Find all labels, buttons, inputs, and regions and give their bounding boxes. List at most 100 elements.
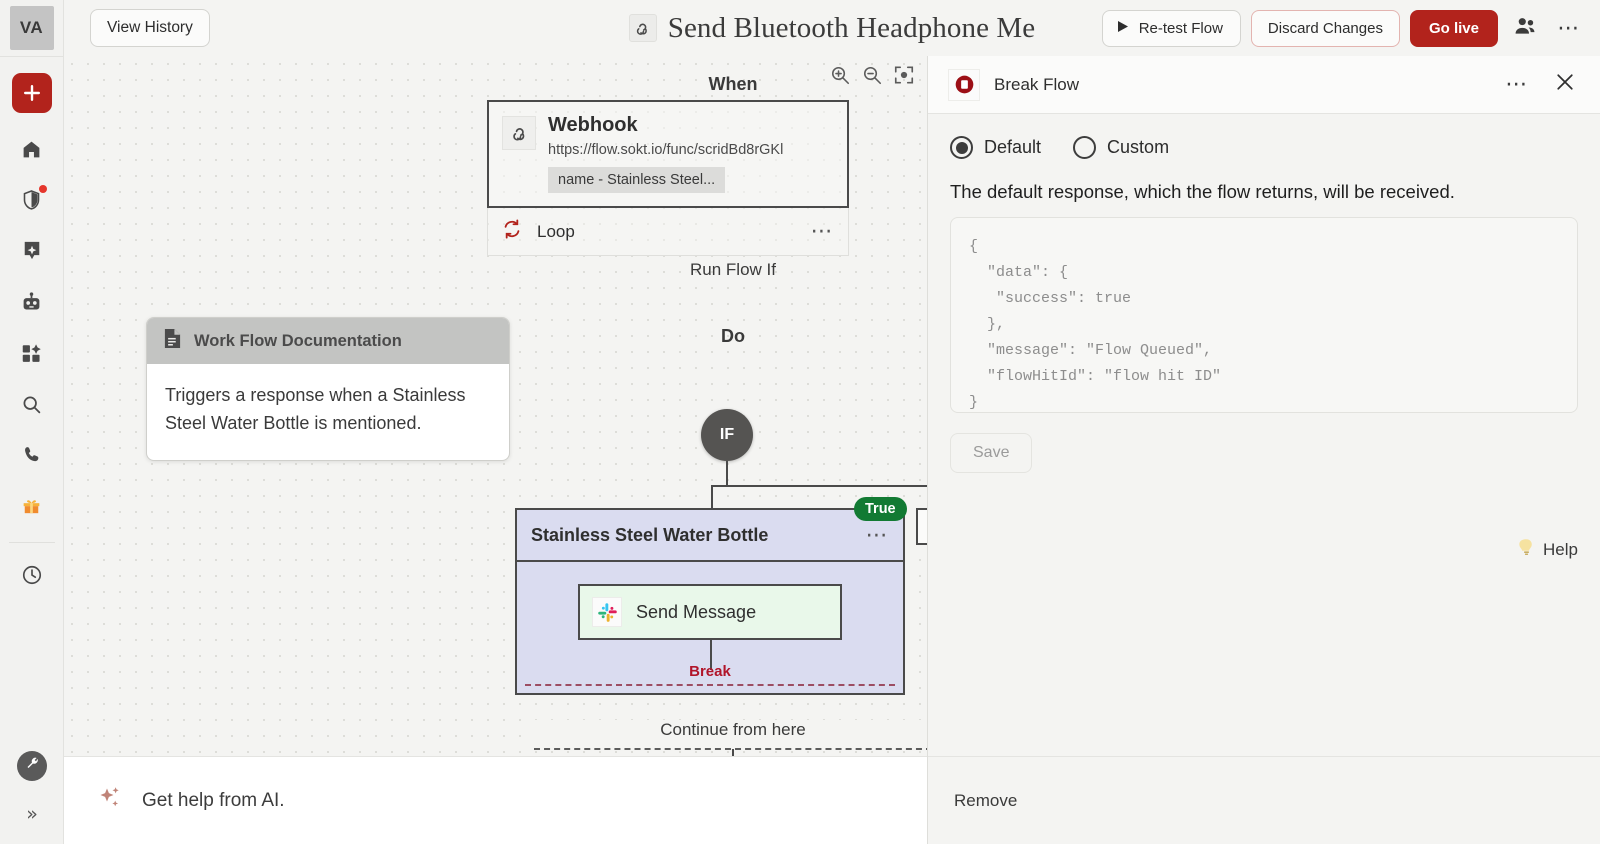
apps-grid-icon — [21, 343, 42, 364]
play-icon — [1117, 20, 1129, 37]
branch-title: Stainless Steel Water Bottle — [531, 524, 769, 545]
re-test-flow-label: Re-test Flow — [1138, 19, 1223, 37]
panel-close-button[interactable] — [1548, 68, 1582, 102]
create-new-button[interactable] — [11, 73, 52, 113]
webhook-icon — [502, 116, 536, 150]
settings-tool-button[interactable] — [17, 751, 47, 781]
branch-node: Stainless Steel Water Bottle ⋯ — [515, 508, 905, 695]
continue-from-here-label: Continue from here — [534, 720, 927, 740]
main-area: View History Send Bluetooth Headphone Me… — [64, 0, 1600, 844]
notification-dot — [38, 185, 47, 193]
ellipsis-icon: ⋯ — [1505, 72, 1529, 97]
webhook-title: Webhook — [548, 114, 638, 136]
more-options-button[interactable]: ⋯ — [1552, 11, 1586, 45]
ai-help-bar[interactable]: Get help from AI. — [64, 756, 927, 844]
members-button[interactable] — [1508, 11, 1542, 45]
document-icon — [163, 328, 182, 354]
sidebar-item-security[interactable] — [10, 178, 54, 222]
workflow-documentation-card[interactable]: Work Flow Documentation Triggers a respo… — [146, 317, 510, 461]
loop-icon — [501, 218, 523, 245]
view-history-button[interactable]: View History — [90, 9, 210, 47]
send-message-label: Send Message — [636, 601, 757, 622]
do-section-label: Do — [721, 326, 745, 346]
connector-horizontal — [711, 485, 927, 487]
sidebar-item-calls[interactable] — [10, 433, 54, 477]
zoom-in-icon — [829, 64, 851, 91]
panel-header: Break Flow ⋯ — [928, 56, 1600, 114]
panel-more-button[interactable]: ⋯ — [1500, 68, 1534, 102]
workspace-avatar[interactable]: VA — [9, 6, 54, 50]
documentation-body: Triggers a response when a Stainless Ste… — [165, 385, 466, 433]
sidebar-item-apps[interactable] — [10, 331, 54, 375]
top-bar: View History — [64, 0, 1600, 56]
rail-bottom-group: » — [0, 751, 64, 838]
help-label: Help — [1543, 540, 1578, 559]
loop-label: Loop — [537, 221, 575, 241]
ellipsis-icon[interactable]: ⋯ — [865, 522, 889, 548]
zoom-in-button[interactable] — [829, 64, 851, 91]
connector-if-down — [726, 461, 728, 485]
connector-left-down — [711, 485, 713, 509]
loop-node[interactable]: Loop ⋯ — [487, 208, 849, 256]
left-nav-rail: VA — [0, 0, 64, 844]
ellipsis-icon[interactable]: ⋯ — [810, 219, 834, 244]
panel-body: Default Custom The default response, whi… — [928, 114, 1600, 756]
sidebar-item-home[interactable] — [10, 127, 54, 171]
lightbulb-icon — [1518, 538, 1535, 562]
send-message-node[interactable]: Send Message — [578, 584, 842, 640]
sidebar-item-rewards[interactable] — [10, 484, 54, 528]
zoom-out-icon — [861, 64, 883, 91]
fit-to-screen-icon — [893, 64, 915, 91]
radio-custom[interactable]: Custom — [1073, 136, 1169, 159]
default-response-code: { "data": { "success": true }, "message"… — [950, 217, 1578, 413]
sidebar-item-history[interactable] — [10, 553, 54, 597]
page-title: Send Bluetooth Headphone Me — [667, 11, 1036, 44]
sidebar-item-search[interactable] — [10, 382, 54, 426]
webhook-node[interactable]: Webhook https://flow.sokt.io/func/scridB… — [487, 100, 849, 208]
radio-default-label: Default — [984, 137, 1042, 157]
branch-body: Send Message Break — [517, 562, 903, 693]
panel-footer: Remove — [928, 756, 1600, 844]
ellipsis-icon: ⋯ — [1557, 15, 1581, 41]
slack-icon — [592, 597, 622, 627]
wrench-icon — [25, 756, 40, 776]
plus-icon — [23, 84, 41, 102]
search-icon — [21, 394, 42, 415]
fit-to-screen-button[interactable] — [893, 64, 915, 91]
break-dashed-line — [525, 684, 895, 686]
documentation-title: Work Flow Documentation — [194, 331, 402, 350]
clock-icon — [21, 564, 43, 586]
canvas-zoom-controls — [829, 64, 915, 91]
sparkles-icon — [98, 785, 124, 816]
panel-title: Break Flow — [994, 74, 1080, 94]
sidebar-item-bots[interactable] — [10, 280, 54, 324]
when-section-label: When — [708, 74, 758, 94]
phone-icon — [22, 445, 42, 465]
help-link[interactable]: Help — [1518, 538, 1578, 562]
documentation-header: Work Flow Documentation — [147, 318, 509, 364]
sparkle-pin-icon — [22, 240, 42, 262]
discard-changes-button[interactable]: Discard Changes — [1250, 9, 1400, 47]
go-live-button[interactable]: Go live — [1409, 9, 1498, 47]
sidebar-item-ai-agent[interactable] — [10, 229, 54, 273]
connector-send-down — [710, 640, 712, 670]
flow-canvas[interactable]: When Webhook https://flow.sokt.io/func/s… — [64, 56, 927, 756]
break-label: Break — [689, 663, 731, 680]
robot-icon — [20, 291, 43, 313]
radio-default[interactable]: Default — [950, 136, 1041, 159]
expand-sidebar-button[interactable]: » — [26, 803, 38, 825]
response-mode-radio-group: Default Custom — [950, 136, 1578, 159]
if-node[interactable]: IF — [701, 409, 753, 461]
true-branch-badge: True — [854, 497, 907, 521]
home-icon — [21, 139, 42, 160]
add-branch-button[interactable]: + — [916, 508, 927, 545]
branch-header[interactable]: Stainless Steel Water Bottle ⋯ — [517, 510, 903, 562]
remove-button[interactable]: Remove — [954, 790, 1018, 810]
zoom-out-button[interactable] — [861, 64, 883, 91]
close-icon — [1554, 71, 1576, 98]
re-test-flow-button[interactable]: Re-test Flow — [1101, 9, 1241, 47]
radio-default-circle — [950, 136, 973, 159]
ai-help-text: Get help from AI. — [142, 789, 285, 811]
save-button[interactable]: Save — [950, 433, 1033, 473]
